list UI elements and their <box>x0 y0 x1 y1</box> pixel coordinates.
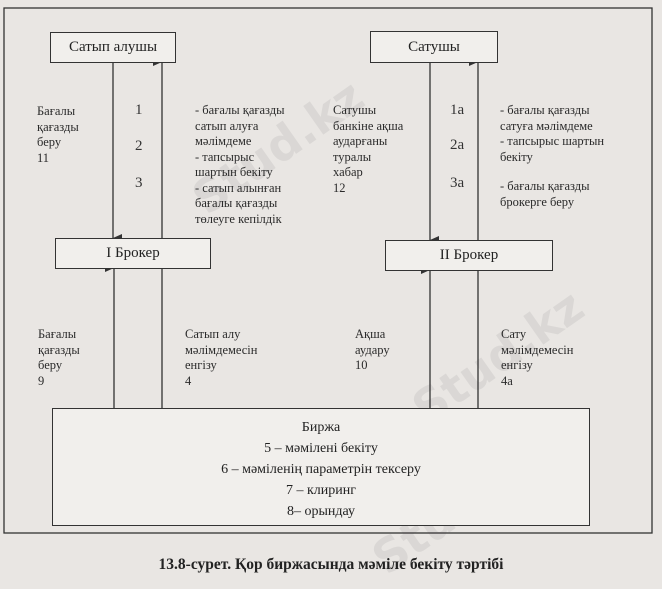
node-broker2: II Брокер <box>385 240 553 271</box>
node-broker1: I Брокер <box>55 238 211 269</box>
step-number: 1 <box>135 102 143 118</box>
step-number: 3а <box>450 175 465 191</box>
step-number: 3 <box>135 175 143 191</box>
exchange-step: 8– орындау <box>286 504 356 519</box>
node-exchange: Биржа 5 – мәмілені бекіту 6 – мәміленің … <box>52 408 590 526</box>
figure-caption: 13.8-сурет. Қор биржасында мәміле бекіту… <box>158 556 504 573</box>
exchange-step: 5 – мәмілені бекіту <box>264 441 378 456</box>
step-number: 2а <box>450 137 465 153</box>
exchange-step: 6 – мәміленің параметрін тексеру <box>221 462 421 477</box>
node-buyer: Сатып алушы <box>50 32 176 63</box>
exchange-title: Биржа <box>301 420 341 435</box>
step-number: 2 <box>135 138 143 154</box>
step-number: 1а <box>450 102 465 118</box>
node-seller: Сатушы <box>370 31 498 63</box>
exchange-step: 7 – клиринг <box>285 483 356 498</box>
outer-frame <box>3 7 653 534</box>
